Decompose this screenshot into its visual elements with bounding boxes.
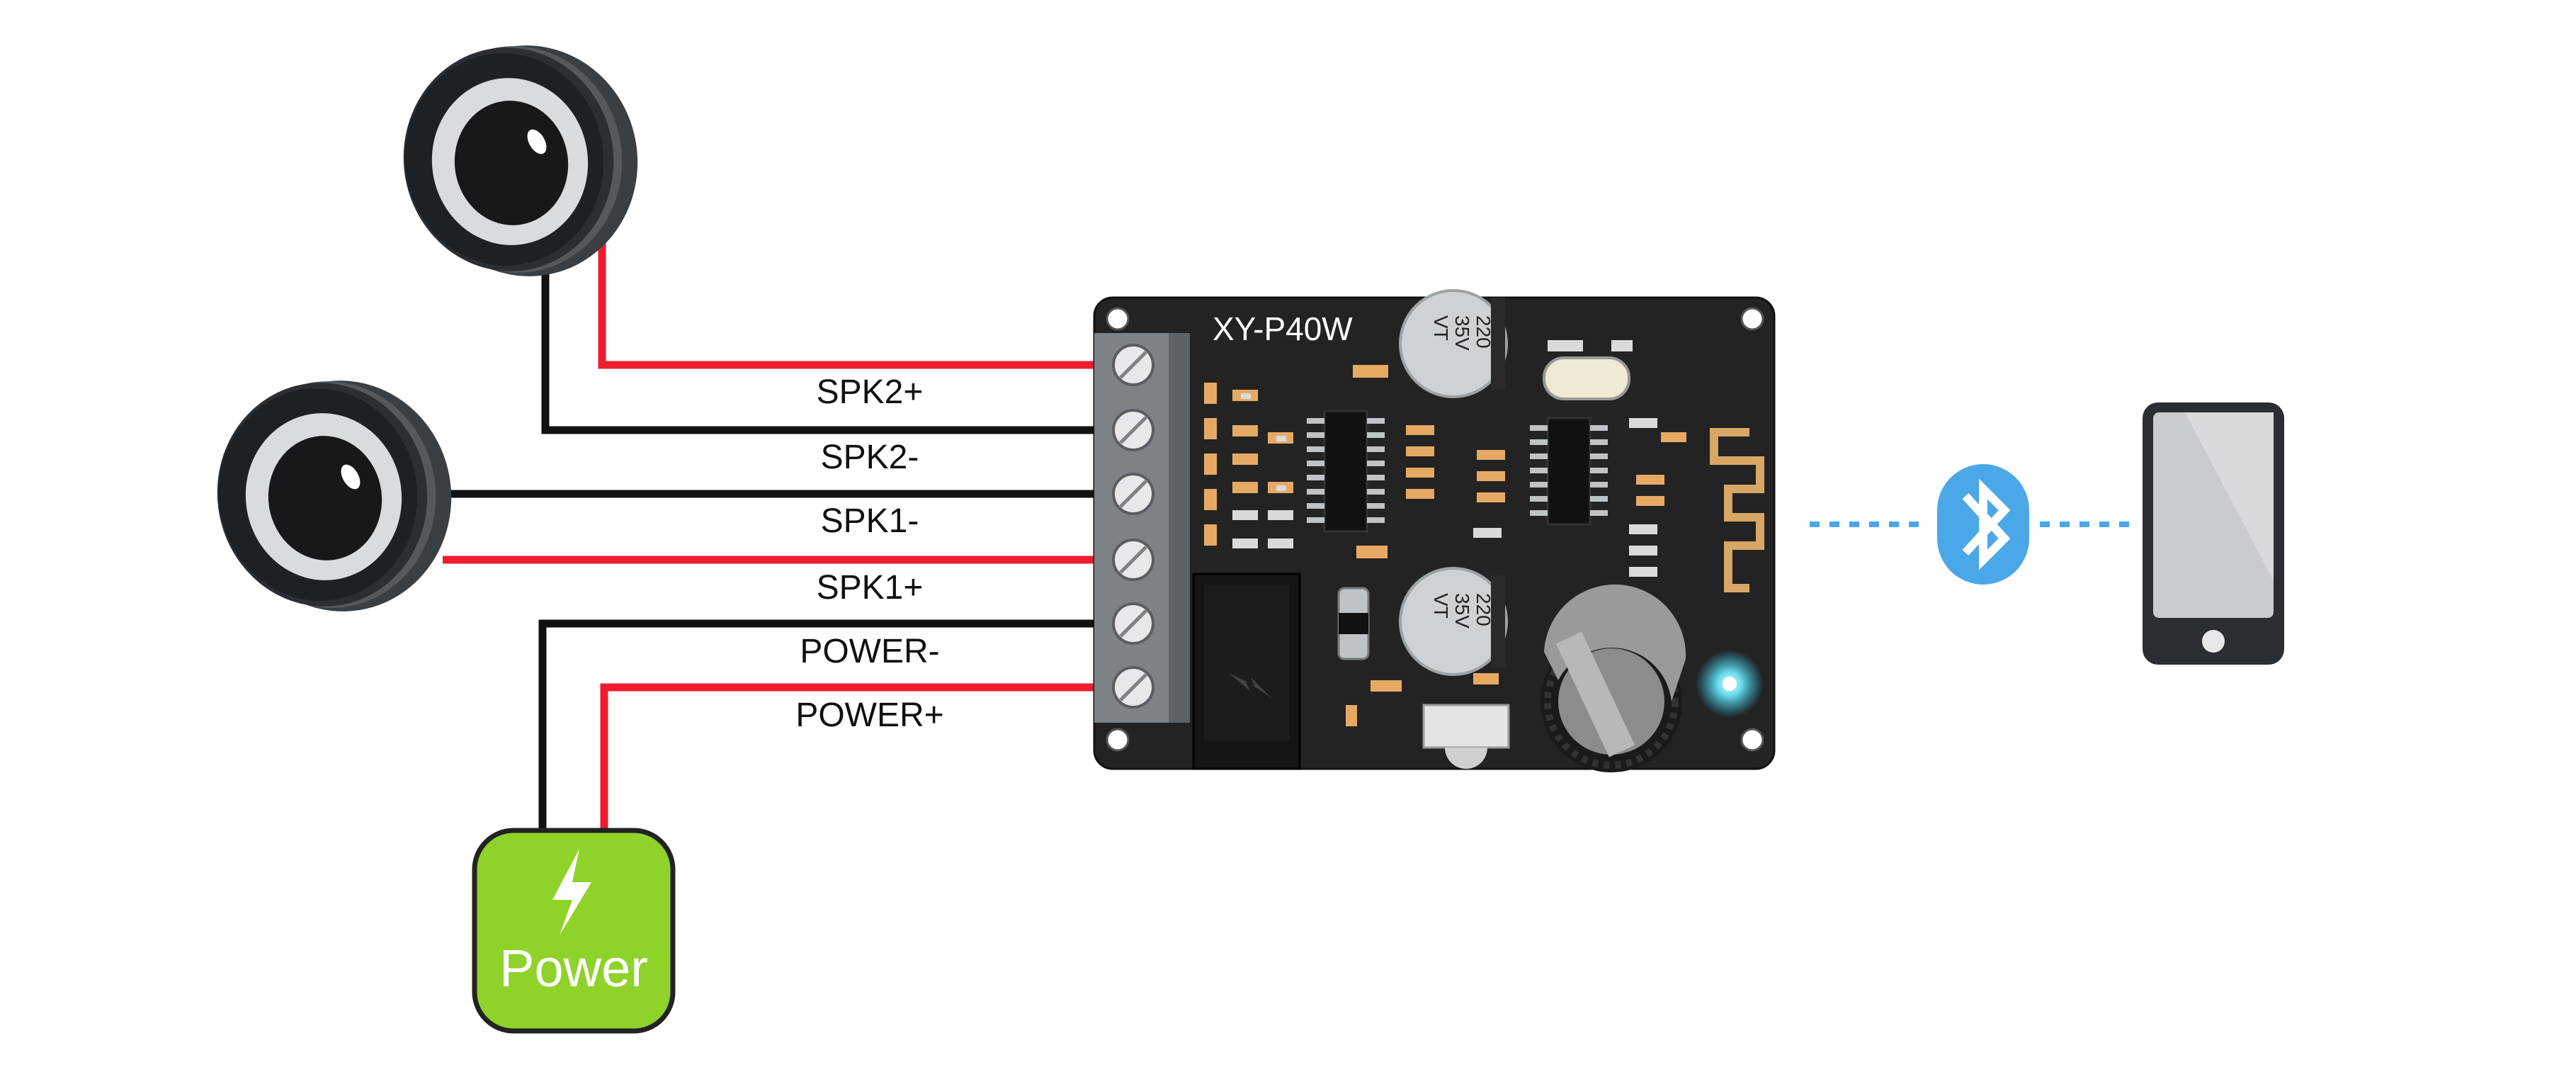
label-spk2-minus: SPK2- <box>821 439 919 476</box>
wire-power-minus <box>538 619 1108 840</box>
amplifier-board: XY-P40W <box>1093 289 1776 772</box>
board-model-label: XY-P40W <box>1213 310 1353 347</box>
power-label: Power <box>499 939 648 998</box>
capacitor-brand: VT <box>1430 315 1452 341</box>
mounting-hole <box>1106 728 1130 752</box>
speaker-1 <box>217 381 452 612</box>
lightning-bolt-icon <box>552 849 591 935</box>
power-supply: Power <box>472 828 676 1034</box>
label-spk1-minus: SPK1- <box>821 502 919 540</box>
wires <box>443 241 1108 840</box>
wire-spk2-plus <box>598 241 1108 369</box>
capacitor-voltage: 35V <box>1451 593 1473 629</box>
capacitor-value: 220 <box>1473 593 1494 626</box>
capacitor-brand: VT <box>1430 593 1452 619</box>
crystal-oscillator <box>1543 356 1630 400</box>
screw-terminal-block <box>1094 333 1190 723</box>
volume-knob <box>1541 584 1686 772</box>
mounting-hole <box>1106 307 1130 331</box>
status-led <box>1696 650 1764 718</box>
label-power-plus: POWER+ <box>795 697 943 734</box>
speaker-icon <box>217 381 452 612</box>
capacitor-voltage: 35V <box>1451 315 1473 351</box>
speaker-2 <box>403 45 638 276</box>
mounting-hole <box>1740 307 1764 331</box>
mounting-hole <box>1740 728 1764 752</box>
speaker-icon <box>403 45 638 276</box>
label-power-minus: POWER- <box>800 633 939 670</box>
smartphone-icon <box>2143 402 2284 665</box>
wire-power-plus <box>600 683 1108 840</box>
label-spk2-plus: SPK2+ <box>817 373 924 411</box>
bluetooth-icon <box>1937 464 2029 585</box>
label-spk1-plus: SPK1+ <box>817 569 924 607</box>
wire-labels: SPK2+ SPK2- SPK1- SPK1+ POWER- POWER+ <box>795 373 943 734</box>
bluetooth-link <box>1810 464 2139 585</box>
smd-components <box>1204 365 1686 726</box>
capacitor-top: 220 35V VT <box>1399 289 1508 398</box>
capacitor-bottom: 220 35V VT <box>1399 567 1508 676</box>
bluetooth-chip <box>1530 417 1608 526</box>
wire-spk2-minus <box>541 255 1108 434</box>
ir-receiver <box>1422 704 1510 749</box>
smd-components-dark <box>1232 340 1657 577</box>
pcb-antenna <box>1710 428 1764 592</box>
amplifier-chip <box>1307 410 1385 533</box>
capacitor-value: 220 <box>1473 315 1494 349</box>
dc-power-jack <box>1192 573 1301 770</box>
